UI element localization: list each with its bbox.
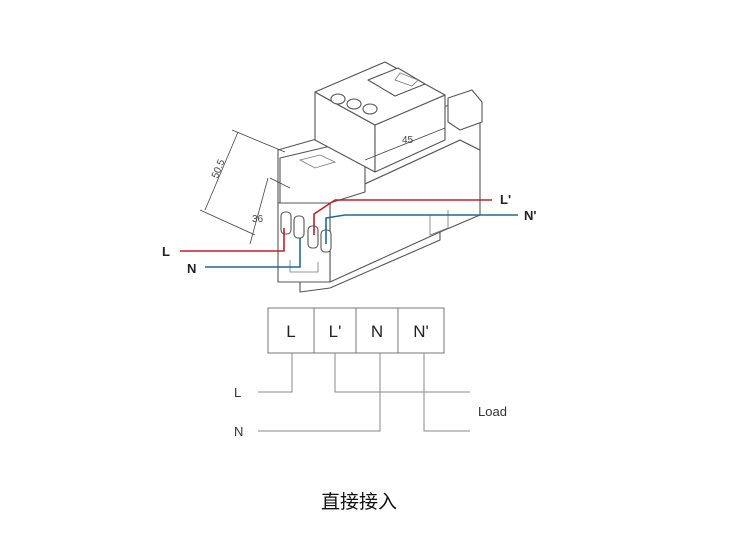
energy-meter-device (277, 61, 483, 293)
right-clip (447, 89, 483, 131)
terminal-box-l (267, 307, 315, 354)
device-foot (429, 210, 449, 236)
terminal-label: N (371, 322, 383, 341)
schematic-line-l-prime (334, 353, 470, 393)
button-1-icon (330, 93, 346, 105)
wiring: L N L' N' (162, 192, 536, 276)
button-3-icon (362, 103, 378, 115)
wire-label-n: N (187, 261, 196, 276)
terminal-label: L (286, 322, 295, 341)
dim-line-45 (364, 127, 446, 161)
wire-n-out (325, 214, 518, 244)
schematic-line-n (258, 353, 381, 432)
terminal-label: N' (413, 322, 429, 341)
wire-l-in (180, 228, 285, 252)
dim-label-width: 45 (402, 135, 414, 146)
lcd-inner (394, 72, 419, 87)
schematic-label-n: N (234, 424, 243, 439)
wire-l-out (313, 199, 492, 235)
terminal-schematic: L L' N N' L N Load (234, 307, 507, 439)
terminal-screw-icon (293, 215, 305, 239)
wire-label-n-out: N' (524, 208, 536, 223)
load-label: Load (478, 404, 507, 419)
wire-label-l-out: L' (500, 192, 511, 207)
schematic-line-l (258, 353, 293, 393)
button-2-icon (346, 98, 362, 110)
terminal-screw-icon (307, 225, 319, 249)
terminal-slot (298, 154, 337, 169)
terminal-box-n-prime (397, 307, 445, 354)
diagram-caption: 直接接入 (321, 491, 397, 513)
dim-label-height-terminal: 36 (252, 214, 264, 225)
lcd-window (367, 67, 426, 97)
dim-label-height-total: 50.5 (210, 158, 228, 181)
terminal-label: L' (329, 322, 342, 341)
wire-label-l: L (162, 244, 170, 259)
terminal-box-n (355, 307, 399, 354)
dim-line-50-5 (199, 129, 286, 236)
device-foot (289, 260, 319, 273)
schematic-label-l: L (234, 385, 241, 400)
dim-line-36 (249, 177, 291, 245)
schematic-line-n-prime (423, 353, 470, 432)
terminal-screw-icon (280, 211, 292, 235)
wire-n-in (205, 238, 301, 268)
